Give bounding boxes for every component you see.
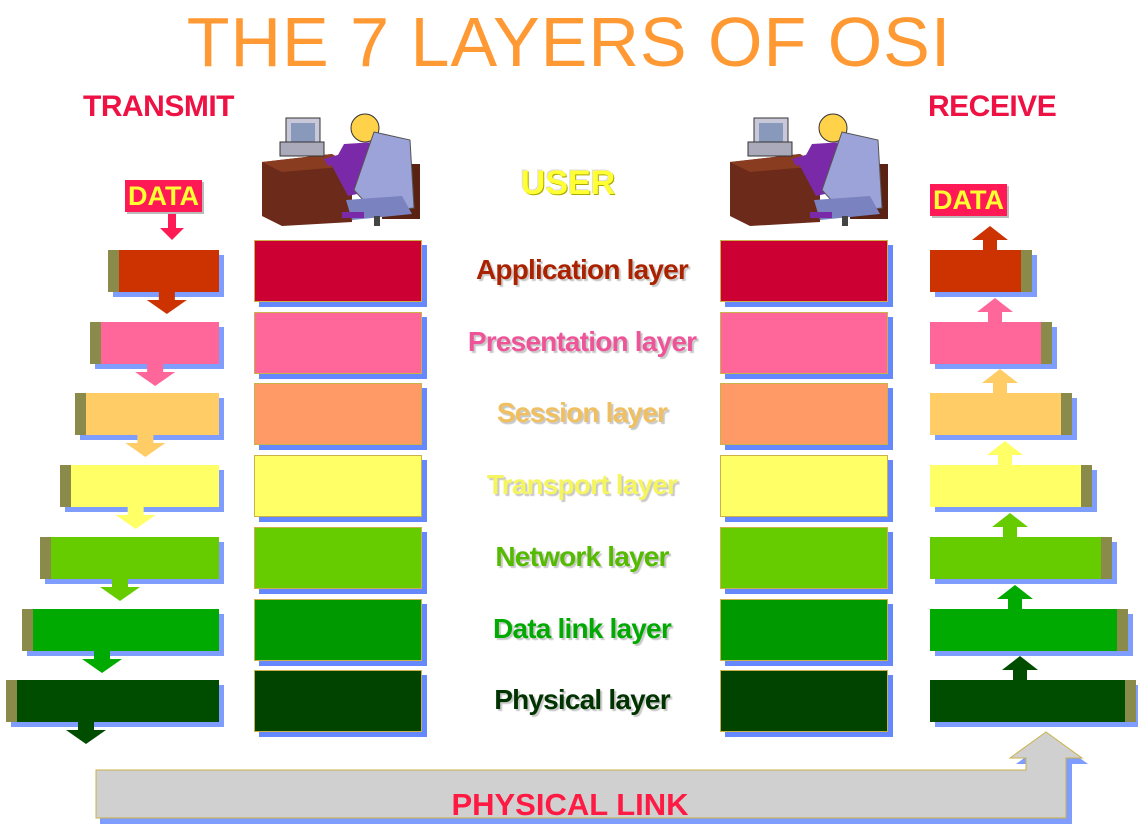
right-stack-box-data-link-layer <box>720 599 888 661</box>
down-arrow-application-layer <box>146 292 187 314</box>
receive-bar-data-link-layer <box>930 609 1128 651</box>
receive-bar-session-layer <box>930 393 1072 435</box>
transmit-bar-cap <box>22 609 33 651</box>
layer-label: Application layer <box>475 254 689 285</box>
layer-label: Data link layer <box>493 613 672 644</box>
receive-bar-cap <box>1101 537 1112 579</box>
transmit-bar-cap <box>90 322 101 364</box>
transmit-bar-physical-layer <box>6 680 219 722</box>
receive-bar-cap <box>1081 465 1092 507</box>
left-stack-box-presentation-layer <box>254 312 422 374</box>
right-stack-box-transport-layer <box>720 455 888 517</box>
receive-bar-presentation-layer <box>930 322 1052 364</box>
receive-bar-cap <box>1125 680 1136 722</box>
receive-bar-cap <box>1061 393 1072 435</box>
receive-bar-transport-layer <box>930 465 1092 507</box>
receive-bar-network-layer <box>930 537 1112 579</box>
receive-label: RECEIVE <box>928 90 1057 123</box>
receive-bar-physical-layer <box>930 680 1136 722</box>
left-stack-box-application-layer <box>254 240 422 302</box>
transmit-bar-cap <box>75 393 86 435</box>
right-stack-box-application-layer <box>720 240 888 302</box>
down-arrow-physical-layer <box>66 722 106 744</box>
left-stack-box-session-layer <box>254 383 422 445</box>
left-stack-box-physical-layer <box>254 670 422 732</box>
layer-label: Presentation layer <box>467 326 697 357</box>
transmit-bar-cap <box>40 537 51 579</box>
right-stack-box-presentation-layer <box>720 312 888 374</box>
down-arrow-presentation-layer <box>135 364 176 386</box>
up-arrow-transport-layer <box>987 441 1023 465</box>
up-arrow-physical-layer <box>1002 656 1038 680</box>
down-arrow-session-layer <box>125 435 166 457</box>
transmit-bar-application-layer <box>108 250 219 292</box>
diagram-title: THE 7 LAYERS OF OSI <box>186 3 952 81</box>
transmit-bar-cap <box>60 465 71 507</box>
transmit-bar-data-link-layer <box>22 609 219 651</box>
receive-data-box: DATA <box>930 184 1007 216</box>
down-arrow-transport-layer <box>115 507 156 529</box>
transmit-bar-network-layer <box>40 537 219 579</box>
data-down-arrow <box>160 214 184 240</box>
up-arrow-network-layer <box>992 513 1028 537</box>
down-arrow-network-layer <box>100 579 140 601</box>
left-stack-box-network-layer <box>254 527 422 589</box>
left-stack-box-data-link-layer <box>254 599 422 661</box>
left-stack-box-transport-layer <box>254 455 422 517</box>
receive-bar-cap <box>1117 609 1128 651</box>
right-stack-box-session-layer <box>720 383 888 445</box>
transmit-bar-cap <box>6 680 17 722</box>
up-arrow-data-link-layer <box>997 585 1033 609</box>
transmit-bar-transport-layer <box>60 465 219 507</box>
transmit-bar-session-layer <box>75 393 219 435</box>
layer-label: Network layer <box>495 541 669 572</box>
physical-link-arrow <box>95 731 1084 819</box>
physical-link-label: PHYSICAL LINK <box>451 787 689 822</box>
transmit-bar-presentation-layer <box>90 322 219 364</box>
up-arrow-application-layer <box>972 226 1008 250</box>
transmit-data-box: DATA <box>125 180 202 212</box>
transmit-bar-cap <box>108 250 119 292</box>
layer-label: Physical layer <box>494 684 670 715</box>
receive-bar-cap <box>1021 250 1032 292</box>
receive-bar-cap <box>1041 322 1052 364</box>
receive-bar-application-layer <box>930 250 1032 292</box>
right-stack-box-physical-layer <box>720 670 888 732</box>
up-arrow-session-layer <box>982 369 1018 393</box>
user-label: USER <box>520 164 616 202</box>
layer-label: Transport layer <box>486 469 678 500</box>
right-stack-box-network-layer <box>720 527 888 589</box>
layer-label: Session layer <box>496 397 668 428</box>
down-arrow-data-link-layer <box>82 651 122 673</box>
transmit-label: TRANSMIT <box>83 90 234 123</box>
up-arrow-presentation-layer <box>977 298 1013 322</box>
